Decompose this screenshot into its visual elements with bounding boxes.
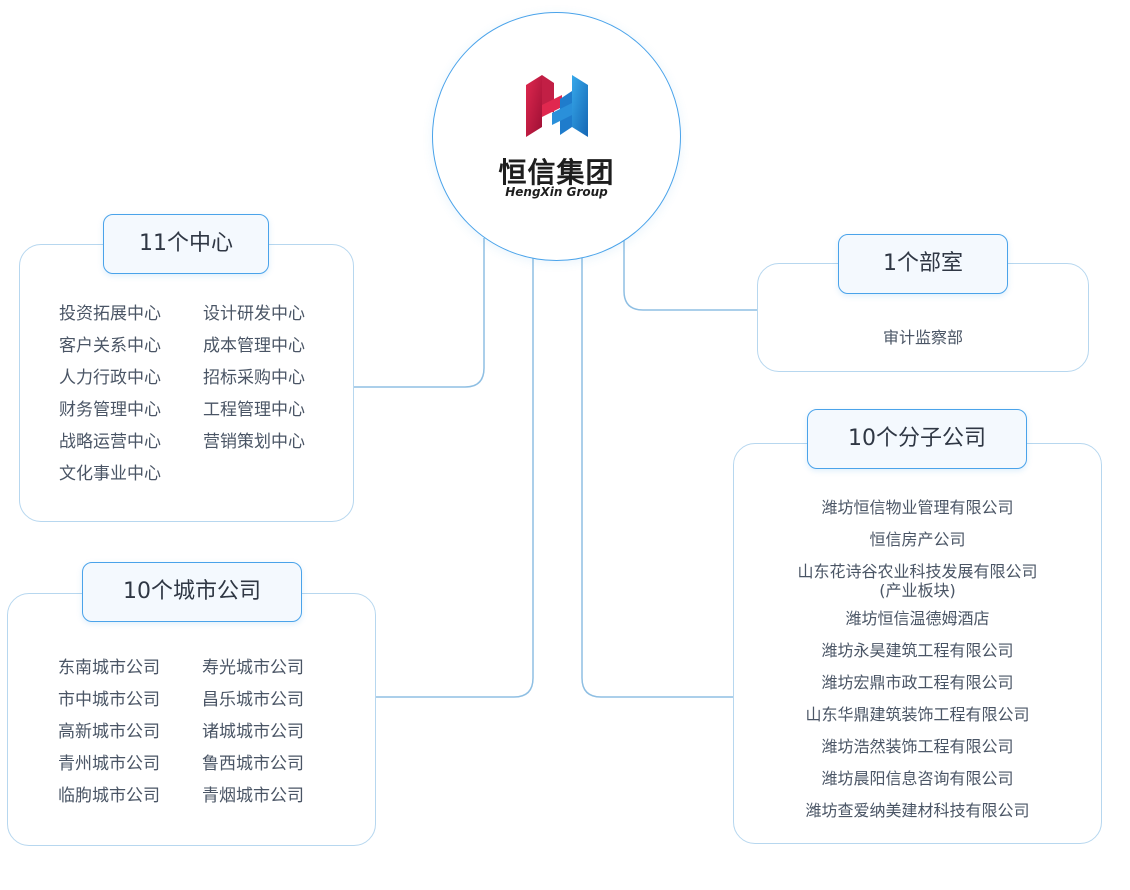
list-item: 临朐城市公司	[58, 786, 160, 806]
connector-centers	[353, 238, 485, 388]
list-item: 鲁西城市公司	[202, 754, 304, 774]
list-item: 诸城城市公司	[202, 722, 304, 742]
hub-name-en: HengXin Group	[505, 185, 608, 199]
subsidiaries-title: 10个分子公司	[807, 409, 1027, 469]
connector-subsidiaries	[581, 258, 733, 698]
list-item: 潍坊恒信温德姆酒店	[845, 609, 990, 628]
list-item: 人力行政中心	[59, 368, 161, 388]
list-item: 潍坊永昊建筑工程有限公司	[821, 641, 1014, 660]
list-item: 东南城市公司	[58, 658, 160, 678]
centers-list: 投资拓展中心 设计研发中心 客户关系中心 成本管理中心 人力行政中心 招标采购中…	[59, 298, 347, 490]
city-companies-title: 10个城市公司	[82, 562, 302, 622]
list-item: 设计研发中心	[203, 304, 305, 324]
list-item: 潍坊宏鼎市政工程有限公司	[821, 673, 1014, 692]
city-companies-list: 东南城市公司 寿光城市公司 市中城市公司 昌乐城市公司 高新城市公司 诸城城市公…	[58, 652, 346, 812]
list-item: 高新城市公司	[58, 722, 160, 742]
hub-node: 恒信集团 HengXin Group	[432, 12, 681, 261]
list-item: 招标采购中心	[203, 368, 305, 388]
list-item: 客户关系中心	[59, 336, 161, 356]
list-item: 青烟城市公司	[202, 786, 304, 806]
list-item: 文化事业中心	[59, 464, 161, 484]
list-item: 成本管理中心	[203, 336, 305, 356]
connector-department	[623, 240, 757, 311]
list-item-note: (产业板块)	[879, 581, 956, 600]
subsidiaries-panel	[733, 443, 1102, 844]
hub-name-cn: 恒信集团	[498, 156, 615, 189]
centers-title: 11个中心	[103, 214, 269, 274]
connector-city-companies	[376, 258, 534, 698]
list-item: 恒信房产公司	[869, 530, 966, 549]
subsidiaries-list: 潍坊恒信物业管理有限公司 恒信房产公司 山东花诗谷农业科技发展有限公司 (产业板…	[733, 492, 1102, 827]
list-item: 审计监察部	[882, 328, 963, 347]
centers-panel	[19, 244, 354, 522]
list-item: 寿光城市公司	[202, 658, 304, 678]
list-item: 山东花诗谷农业科技发展有限公司	[797, 562, 1038, 581]
hengxin-logo-icon	[526, 75, 588, 137]
list-item: 财务管理中心	[59, 400, 161, 420]
list-item: 工程管理中心	[203, 400, 305, 420]
department-list: 审计监察部	[757, 326, 1089, 350]
list-item: 潍坊晨阳信息咨询有限公司	[821, 769, 1014, 788]
list-item: 青州城市公司	[58, 754, 160, 774]
list-item: 投资拓展中心	[59, 304, 161, 324]
list-item: 山东华鼎建筑装饰工程有限公司	[805, 705, 1030, 724]
list-item: 潍坊查爱纳美建材科技有限公司	[805, 801, 1030, 820]
city-companies-panel	[7, 593, 376, 846]
department-title: 1个部室	[838, 234, 1008, 294]
list-item: 潍坊浩然装饰工程有限公司	[821, 737, 1014, 756]
list-item: 战略运营中心	[59, 432, 161, 452]
list-item: 市中城市公司	[58, 690, 160, 710]
list-item: 潍坊恒信物业管理有限公司	[821, 498, 1014, 517]
list-item: 昌乐城市公司	[202, 690, 304, 710]
list-item: 营销策划中心	[203, 432, 305, 452]
